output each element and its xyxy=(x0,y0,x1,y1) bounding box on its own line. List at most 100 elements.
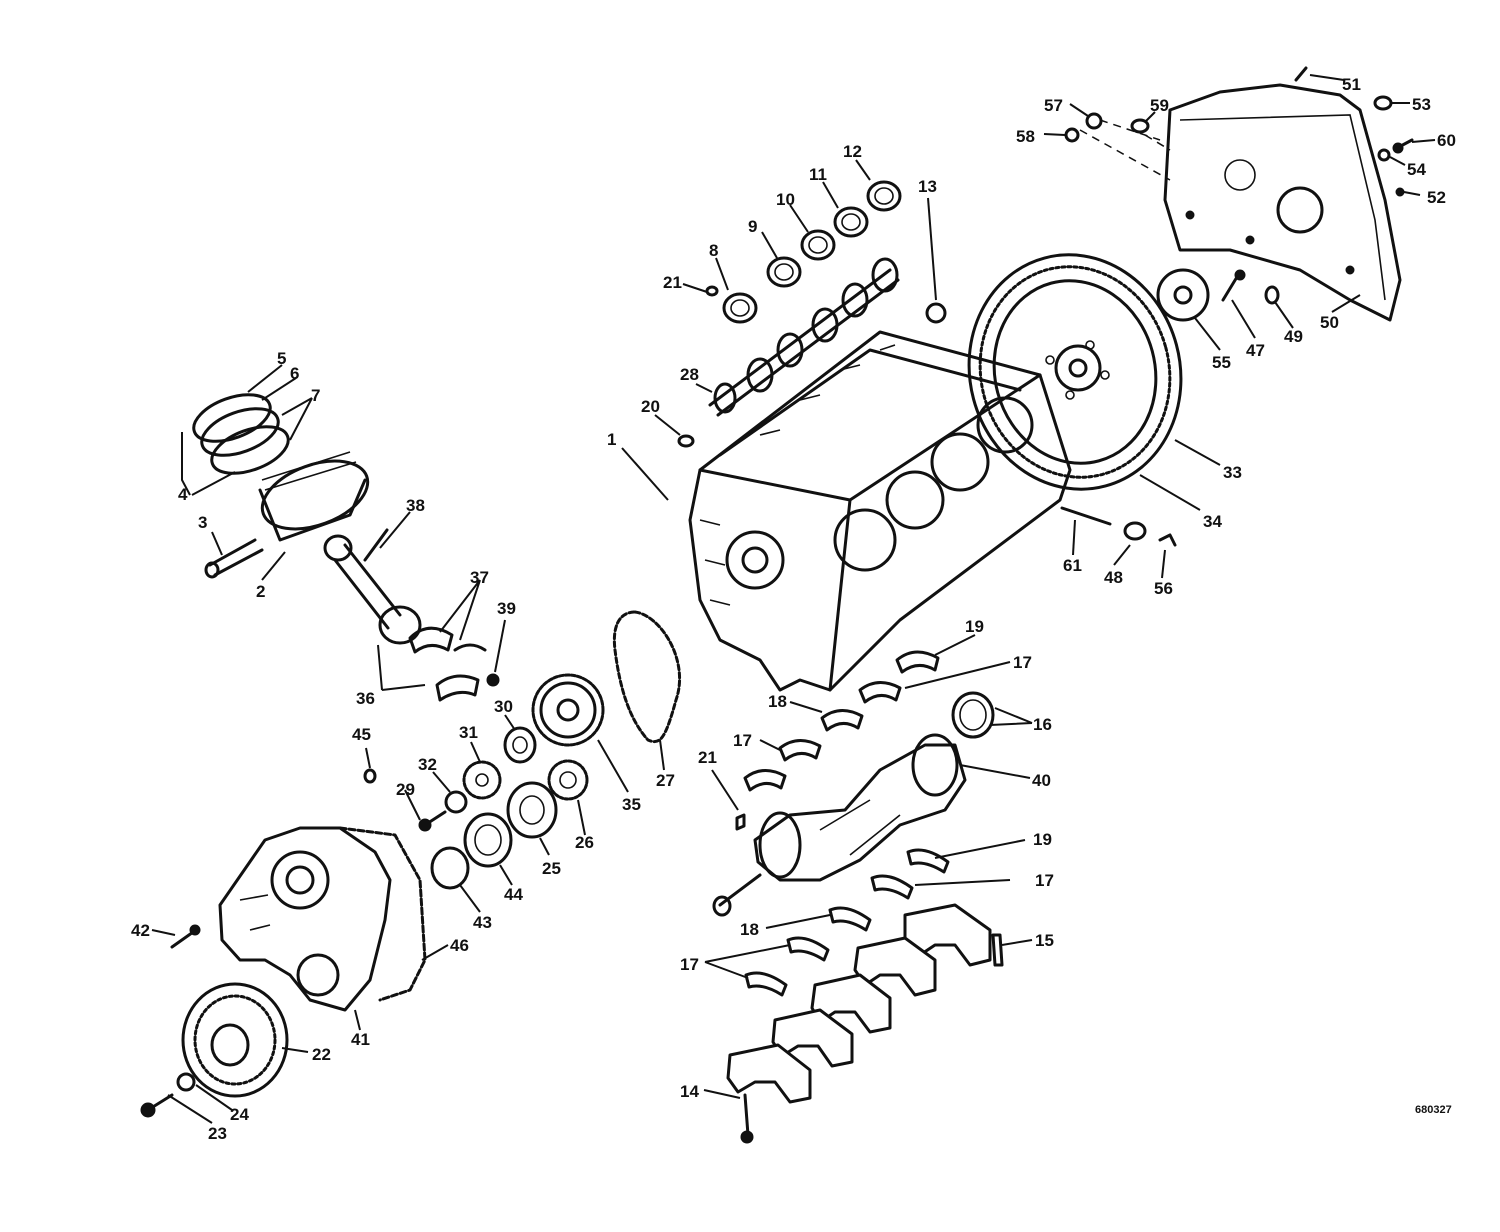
main-bearing-17-lower-a xyxy=(870,874,914,900)
callout-15: 15 xyxy=(1035,931,1054,950)
callout-8: 8 xyxy=(709,241,718,260)
callout-19-a: 19 xyxy=(965,617,984,636)
callout-5: 5 xyxy=(277,349,286,368)
callout-39: 39 xyxy=(497,599,516,618)
callout-9: 9 xyxy=(748,217,757,236)
cam-bearing-11 xyxy=(833,206,869,238)
main-cap-5 xyxy=(726,1043,812,1104)
callout-25: 25 xyxy=(542,859,561,878)
spacer-30 xyxy=(503,726,537,764)
callout-4: 4 xyxy=(178,485,188,504)
main-bearing-17-upper-b xyxy=(778,739,822,762)
callout-38: 38 xyxy=(406,496,425,515)
callout-54: 54 xyxy=(1407,160,1426,179)
piston xyxy=(258,451,370,542)
callout-36: 36 xyxy=(356,689,375,708)
callout-18-b: 18 xyxy=(740,920,759,939)
callout-6: 6 xyxy=(290,364,299,383)
cam-bearing-10 xyxy=(800,229,836,261)
washer-24 xyxy=(176,1072,196,1092)
callout-3: 3 xyxy=(198,513,207,532)
callout-37: 37 xyxy=(470,568,489,587)
callout-12: 12 xyxy=(843,142,862,161)
piston-rings xyxy=(192,393,290,475)
crankshaft xyxy=(712,733,967,917)
callout-26: 26 xyxy=(575,833,594,852)
callout-40: 40 xyxy=(1032,771,1051,790)
bolt-47 xyxy=(1221,269,1246,302)
callout-17-d: 17 xyxy=(680,955,699,974)
callout-11: 11 xyxy=(809,165,827,184)
nut-39 xyxy=(486,673,500,687)
dowel-15 xyxy=(991,933,1004,967)
rod-bearing-37 xyxy=(408,626,487,702)
fitting-59 xyxy=(1130,118,1150,134)
callout-19-b: 19 xyxy=(1033,830,1052,849)
dowel-49 xyxy=(1264,285,1280,305)
callout-41: 41 xyxy=(351,1030,370,1049)
front-cover xyxy=(218,826,392,1012)
main-bearing-18-upper xyxy=(820,709,864,732)
callout-43: 43 xyxy=(473,913,492,932)
bolt-60 xyxy=(1392,138,1414,154)
callout-14: 14 xyxy=(680,1082,699,1101)
cam-bearing-8 xyxy=(722,292,758,324)
sleeve-48 xyxy=(1123,521,1147,541)
cap-bolt-14 xyxy=(740,1093,754,1144)
callout-1: 1 xyxy=(607,430,616,449)
seal-44 xyxy=(463,812,513,868)
adapter-plate-55 xyxy=(1156,268,1210,322)
callout-30: 30 xyxy=(494,697,513,716)
callout-51: 51 xyxy=(1342,75,1361,94)
callout-17-a: 17 xyxy=(1013,653,1032,672)
callout-57: 57 xyxy=(1044,96,1063,115)
main-bearing-17-lower-b xyxy=(786,936,830,962)
callout-55: 55 xyxy=(1212,353,1231,372)
main-bearing-19-lower xyxy=(906,848,950,874)
callout-49: 49 xyxy=(1284,327,1303,346)
callout-44: 44 xyxy=(504,885,523,904)
pin-21-upper xyxy=(705,285,719,297)
callout-29: 29 xyxy=(396,780,415,799)
callout-16: 16 xyxy=(1033,715,1052,734)
callout-53: 53 xyxy=(1412,95,1431,114)
callout-47: 47 xyxy=(1246,341,1265,360)
callout-2: 2 xyxy=(256,582,265,601)
cam-bearing-12 xyxy=(866,180,902,212)
callout-20: 20 xyxy=(641,397,660,416)
washer-32 xyxy=(444,790,468,814)
callout-22: 22 xyxy=(312,1045,331,1064)
callout-28: 28 xyxy=(680,365,699,384)
callout-23: 23 xyxy=(208,1124,227,1143)
callout-56: 56 xyxy=(1154,579,1173,598)
callout-33: 33 xyxy=(1223,463,1242,482)
harmonic-balancer xyxy=(181,982,289,1098)
engine-block xyxy=(688,330,1072,692)
callout-21-b: 21 xyxy=(698,748,717,767)
callout-52: 52 xyxy=(1427,188,1446,207)
main-bearing-18-lower xyxy=(828,906,872,932)
callout-48: 48 xyxy=(1104,568,1123,587)
callout-labels: 1 2 3 4 5 6 7 8 9 10 11 12 13 14 15 16 1… xyxy=(131,75,1456,1143)
timing-chain-27 xyxy=(612,610,682,743)
callout-10: 10 xyxy=(776,190,795,209)
pin-20 xyxy=(677,434,695,448)
connecting-rod xyxy=(323,528,422,645)
main-bearing-17-upper-c xyxy=(743,769,787,792)
bolt-57 xyxy=(1085,112,1103,130)
callout-27: 27 xyxy=(656,771,675,790)
plug-53 xyxy=(1373,95,1393,111)
callout-21-a: 21 xyxy=(663,273,682,292)
key-21 xyxy=(735,813,746,831)
callout-17-c: 17 xyxy=(1035,871,1054,890)
camshaft xyxy=(708,257,900,417)
gear-31 xyxy=(462,760,502,800)
callout-42: 42 xyxy=(131,921,150,940)
callout-7: 7 xyxy=(311,386,320,405)
callout-24: 24 xyxy=(230,1105,249,1124)
bolt-23 xyxy=(140,1093,174,1118)
cam-bearing-9 xyxy=(766,256,802,288)
callout-32: 32 xyxy=(418,755,437,774)
callout-17-b: 17 xyxy=(733,731,752,750)
